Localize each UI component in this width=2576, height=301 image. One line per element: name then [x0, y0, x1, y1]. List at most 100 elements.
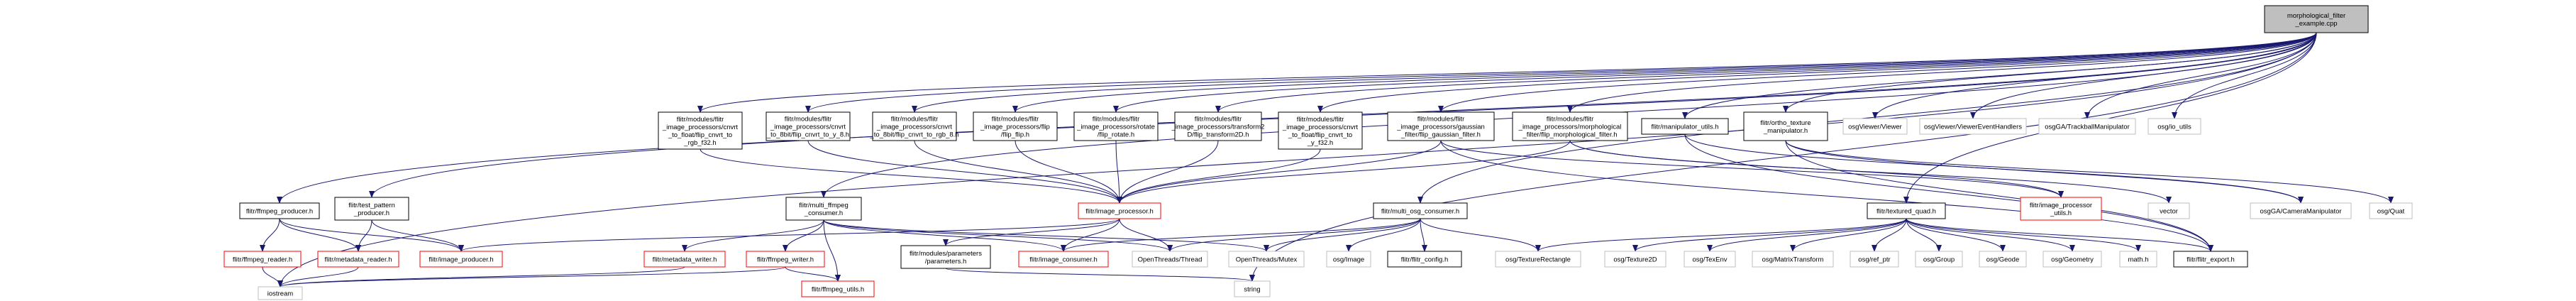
- node-ortho-texture[interactable]: flitr/ortho_texture_manipulator.h: [1743, 111, 1828, 141]
- node-cnvrt-8bit-rgb8[interactable]: flitr/modules/flitr_image_processors/cnv…: [869, 111, 959, 141]
- node-label-line: osg/Geode: [1986, 256, 2019, 264]
- node-transform2d[interactable]: flitr/modules/flitr_image_processors/tra…: [1171, 111, 1265, 141]
- node-image-consumer[interactable]: flitr/image_consumer.h: [1018, 251, 1109, 268]
- node-tex-rect: osg/TextureRectangle: [1495, 251, 1581, 268]
- node-box: [1234, 280, 1271, 297]
- edge-cnvrt_to_float_rgb-to-image_processor: [700, 148, 1122, 204]
- node-flitr-config[interactable]: flitr/flitr_config.h: [1387, 251, 1462, 268]
- node-label-line: /flip_flip.h: [1001, 131, 1029, 139]
- node-label-line: OpenThreads/Mutex: [1236, 256, 1298, 264]
- node-box: [1684, 251, 1736, 268]
- node-label-line: flitr/ffmpeg_reader.h: [233, 256, 292, 264]
- node-label-line: flitr/image_processor.h: [1085, 208, 1154, 216]
- node-label-line: flitr/multi_osg_consumer.h: [1381, 208, 1459, 216]
- node-label-line: osg/Geometry: [2051, 256, 2094, 264]
- node-root[interactable]: morphological_filter_example.cpp: [2264, 5, 2369, 33]
- node-label-line: flitr/ffmpeg_writer.h: [757, 256, 814, 264]
- edge-textured_quad-to-matrix_transform: [1790, 218, 1907, 252]
- node-label-line: osg/ref_ptr: [1858, 256, 1890, 264]
- node-box: [258, 286, 303, 300]
- edge-ffmpeg_producer-to-metadata_reader: [279, 218, 361, 252]
- node-box: [1604, 251, 1666, 268]
- node-box: [765, 111, 851, 141]
- node-label-line: osg/TextureRectangle: [1505, 256, 1571, 264]
- node-label-line: osg/io_utils: [2157, 124, 2191, 131]
- edge-image_processor-to-thread: [1119, 218, 1173, 252]
- node-image-producer[interactable]: flitr/image_producer.h: [419, 251, 503, 268]
- node-flip[interactable]: flitr/modules/flitr_image_processors/fli…: [973, 111, 1058, 141]
- node-morphological[interactable]: flitr/modules/flitr_image_processors/mor…: [1512, 111, 1628, 141]
- node-box: [317, 251, 399, 268]
- node-ffmpeg-utils[interactable]: flitr/ffmpeg_utils.h: [801, 280, 875, 297]
- edge-textured_quad-to-tex2d: [1632, 218, 1907, 252]
- node-label-line: _image_processors/cnvrt: [876, 124, 952, 131]
- node-osg-geometry: osg/Geometry: [2042, 251, 2102, 268]
- node-tex2d: osg/Texture2D: [1604, 251, 1666, 268]
- node-thread: OpenThreads/Thread: [1132, 251, 1208, 268]
- node-box: [1842, 118, 1908, 135]
- edge-ffmpeg_producer-to-image_producer: [279, 218, 464, 252]
- node-label-line: _image_processors/rotate: [1076, 124, 1155, 131]
- node-io-utils: osg/io_utils: [2147, 118, 2201, 135]
- node-box: [2264, 5, 2369, 33]
- node-label-line: osg/Quat: [2377, 208, 2405, 216]
- node-box: [900, 245, 991, 269]
- node-ffmpeg-producer[interactable]: flitr/ffmpeg_producer.h: [239, 202, 320, 219]
- node-label-line: _image_processors/gaussian: [1396, 124, 1485, 131]
- node-label-line: math.h: [2128, 256, 2148, 264]
- node-rotate[interactable]: flitr/modules/flitr_image_processors/rot…: [1073, 111, 1159, 141]
- node-parameters[interactable]: flitr/modules/parameters/parameters.h: [900, 245, 991, 269]
- node-image-processor-utils[interactable]: flitr/image_processor_utils.h: [2020, 197, 2102, 221]
- node-metadata-reader[interactable]: flitr/metadata_reader.h: [317, 251, 399, 268]
- node-flitr-export[interactable]: flitr/flitr_export.h: [2173, 251, 2248, 268]
- node-label-line: osgViewer/ViewerEventHandlers: [1924, 124, 2022, 131]
- node-label-line: /flip_rotate.h: [1098, 131, 1134, 139]
- edge-metadata_writer-to-iostream: [277, 266, 685, 288]
- node-box: [1752, 251, 1834, 268]
- node-box: [1387, 111, 1495, 141]
- node-ffmpeg-reader[interactable]: flitr/ffmpeg_reader.h: [223, 251, 302, 268]
- node-box: [1228, 251, 1305, 268]
- node-osgViewerEvent: osgViewer/ViewerEventHandlers: [1919, 118, 2027, 135]
- node-box: [2173, 251, 2248, 268]
- edge-gaussian-to-image_processor_utils: [1440, 140, 2064, 198]
- node-box: [785, 197, 862, 221]
- node-label-line: osgGA/CameraManipulator: [2260, 208, 2341, 216]
- node-label-line: osg/TexEnv: [1692, 256, 1727, 264]
- node-test-pattern[interactable]: flitr/test_pattern_producer.h: [334, 197, 409, 221]
- node-box: [658, 111, 743, 150]
- node-label-line: _manipulator.h: [1763, 127, 1808, 135]
- node-manipulator-utils[interactable]: flitr/manipulator_utils.h: [1641, 118, 1729, 135]
- node-label-line: flitr/modules/flitr: [1093, 116, 1140, 124]
- node-multi-osg[interactable]: flitr/multi_osg_consumer.h: [1373, 202, 1468, 219]
- node-math: math.h: [2119, 251, 2157, 268]
- node-cnvrt-to-float-rgb[interactable]: flitr/modules/flitr_image_processors/cnv…: [658, 111, 743, 150]
- node-box: [1073, 111, 1159, 141]
- node-label-line: _image_processors/cnvrt: [662, 124, 738, 131]
- node-textured-quad[interactable]: flitr/textured_quad.h: [1867, 202, 1946, 219]
- node-multi-ffmpeg[interactable]: flitr/multi_ffmpeg_consumer.h: [785, 197, 862, 221]
- edge-gaussian-to-image_processor: [1117, 140, 1442, 204]
- node-box: [2147, 118, 2201, 135]
- node-box: [1018, 251, 1109, 268]
- node-gaussian[interactable]: flitr/modules/flitr_image_processors/gau…: [1387, 111, 1495, 141]
- edge-textured_quad-to-osg_group: [1906, 218, 1942, 252]
- node-label-line: flitr/manipulator_utils.h: [1651, 124, 1718, 131]
- edge-root-to-transform2d: [1215, 32, 2317, 113]
- node-metadata-writer[interactable]: flitr/metadata_writer.h: [643, 251, 726, 268]
- node-matrix-transform: osg/MatrixTransform: [1752, 251, 1834, 268]
- edge-root-to-cnvrt_to_float_rgb: [697, 32, 2317, 113]
- node-image-processor[interactable]: flitr/image_processor.h: [1078, 202, 1161, 219]
- node-cnvrt-to-float-y[interactable]: flitr/modules/flitr_image_processors/cnv…: [1278, 111, 1363, 150]
- node-label-line: _to_8bit/flip_cnvrt_to_y_8.h: [766, 131, 849, 139]
- node-box: [2038, 118, 2136, 135]
- node-ffmpeg-writer[interactable]: flitr/ffmpeg_writer.h: [746, 251, 825, 268]
- edge-ffmpeg_writer-to-iostream: [277, 266, 786, 288]
- edge-ffmpeg_producer-to-ffmpeg_reader: [260, 218, 280, 252]
- node-label-line: string: [1244, 286, 1260, 294]
- node-label-line: flitr/modules/flitr: [1195, 116, 1242, 124]
- node-cnvrt-8bit-y8[interactable]: flitr/modules/flitr_image_processors/cnv…: [765, 111, 851, 141]
- edge-root-to-multi_osg: [1417, 32, 2317, 204]
- node-label-line: flitr/metadata_writer.h: [653, 256, 717, 264]
